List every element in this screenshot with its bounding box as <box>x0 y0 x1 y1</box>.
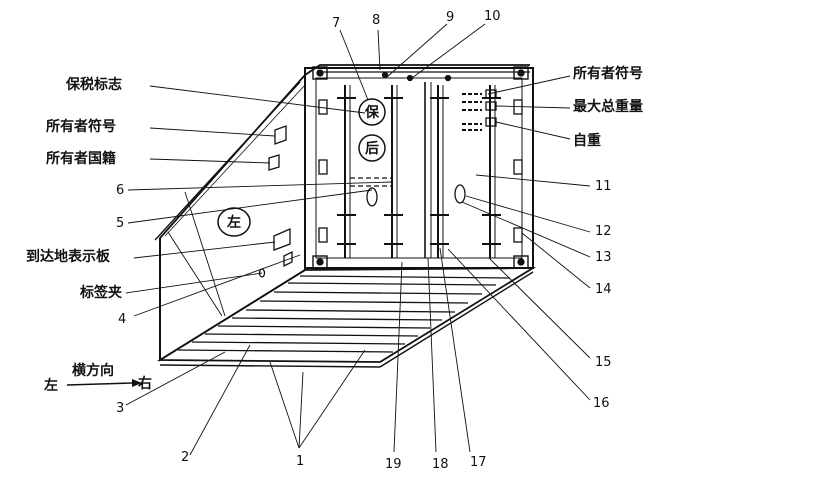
callout-tare-weight: 自重 <box>573 133 601 149</box>
callout-owner-nationality: 所有者国籍 <box>46 151 116 167</box>
part-number-17: 17 <box>470 455 487 470</box>
part-number-15: 15 <box>595 355 612 370</box>
part-number-16: 16 <box>593 396 610 411</box>
bonded-mark-text: 保 <box>364 104 380 121</box>
direction-from: 左 <box>44 378 58 394</box>
floor <box>156 267 537 368</box>
rear-end-frame <box>304 66 534 269</box>
leader-lines <box>125 23 591 456</box>
part-number-14: 14 <box>595 282 612 297</box>
side-wall-plates <box>258 125 293 278</box>
direction-arrow <box>66 379 142 387</box>
callout-max-gross-weight: 最大总重量 <box>573 99 643 115</box>
part-number-13: 13 <box>595 250 612 265</box>
part-number-3: 3 <box>116 401 125 416</box>
part-number-19: 19 <box>385 457 402 472</box>
left-mark-text: 左 <box>226 214 241 231</box>
roof <box>304 64 530 76</box>
callout-bonded-mark: 保税标志 <box>66 77 122 93</box>
part-number-10: 10 <box>484 9 501 24</box>
callout-label-clip: 标签夹 <box>80 285 122 301</box>
face-marks: 保 后 左 <box>217 98 386 237</box>
part-number-11: 11 <box>595 179 612 194</box>
part-number-12: 12 <box>595 224 612 239</box>
part-number-1: 1 <box>296 454 305 469</box>
rear-mark-text: 后 <box>365 140 379 157</box>
part-number-18: 18 <box>432 457 449 472</box>
part-number-5: 5 <box>116 216 125 231</box>
part-number-8: 8 <box>372 13 381 28</box>
callout-destination-board: 到达地表示板 <box>26 249 110 265</box>
part-number-4: 4 <box>118 312 127 327</box>
left-circle-mark <box>217 207 251 237</box>
part-number-7: 7 <box>332 16 341 31</box>
part-number-9: 9 <box>446 10 455 25</box>
rear-circle-mark <box>358 134 386 162</box>
locking-bars <box>337 85 501 258</box>
part-number-6: 6 <box>116 183 125 198</box>
callout-owner-code-side: 所有者符号 <box>46 119 116 135</box>
direction-to: 右 <box>138 376 152 392</box>
callout-owner-code-end: 所有者符号 <box>573 66 643 82</box>
part-number-2: 2 <box>181 450 190 465</box>
direction-title: 横方向 <box>72 363 114 379</box>
